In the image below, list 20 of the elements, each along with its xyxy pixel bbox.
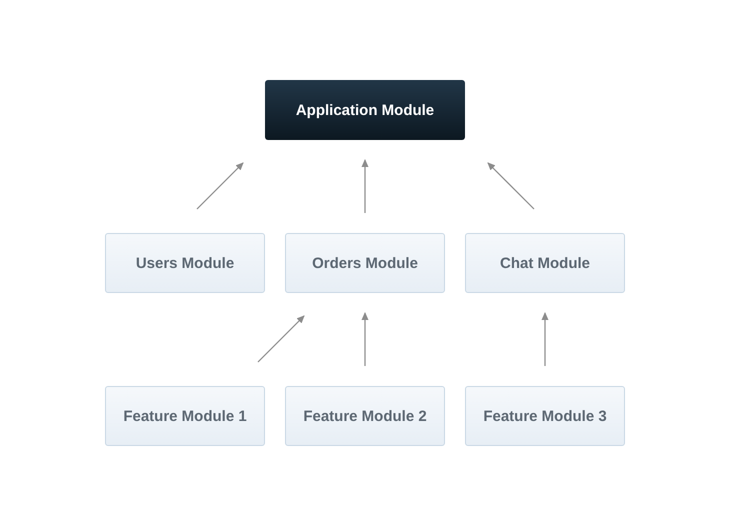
module-box [285, 233, 445, 293]
module-label: Orders Module [312, 254, 418, 272]
arrow [196, 162, 244, 210]
module-box [105, 233, 265, 293]
module-label: Feature Module 2 [303, 408, 427, 424]
arrow [487, 162, 534, 210]
module-box [285, 386, 445, 446]
module-box [105, 386, 265, 446]
arrow [362, 312, 368, 366]
module-box [465, 386, 625, 446]
module-box [465, 233, 625, 293]
module-label: Chat Module [500, 254, 590, 272]
arrow [362, 159, 368, 213]
arrow [258, 315, 305, 362]
module-label: Feature Module 1 [123, 408, 247, 424]
module-label: Application Module [296, 102, 434, 118]
module-label: Users Module [136, 254, 234, 272]
arrow [542, 312, 548, 366]
module-label: Feature Module 3 [483, 408, 607, 424]
module-box [265, 80, 465, 140]
